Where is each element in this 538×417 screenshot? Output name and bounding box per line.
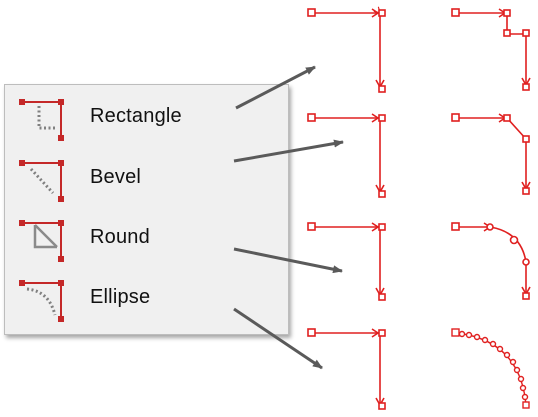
menu-item-label: Rectangle bbox=[90, 105, 182, 127]
menu-item-rectangle[interactable]: Rectangle bbox=[5, 88, 288, 146]
example-left-ellipse bbox=[307, 328, 386, 410]
corner-bevel-icon bbox=[19, 160, 64, 202]
example-left-round bbox=[307, 222, 386, 301]
example-left-rectangle bbox=[307, 9, 386, 93]
menu-item-label: Round bbox=[90, 226, 150, 248]
menu-item-label: Bevel bbox=[90, 166, 142, 188]
menu-item-label: Ellipse bbox=[90, 286, 151, 308]
corner-ellipse-icon bbox=[19, 280, 64, 322]
example-right-bevel bbox=[451, 113, 531, 195]
corner-round-icon bbox=[19, 220, 64, 262]
example-right-round bbox=[451, 222, 531, 300]
corner-style-menu: Rectangle Bevel Round bbox=[4, 84, 289, 335]
example-left-bevel bbox=[307, 113, 386, 198]
menu-item-bevel[interactable]: Bevel bbox=[5, 149, 288, 207]
example-right-ellipse bbox=[451, 328, 530, 409]
menu-item-round[interactable]: Round bbox=[5, 209, 288, 267]
example-right-rectangle bbox=[451, 8, 531, 91]
menu-item-ellipse[interactable]: Ellipse bbox=[5, 269, 288, 327]
corner-rectangle-icon bbox=[19, 99, 64, 141]
